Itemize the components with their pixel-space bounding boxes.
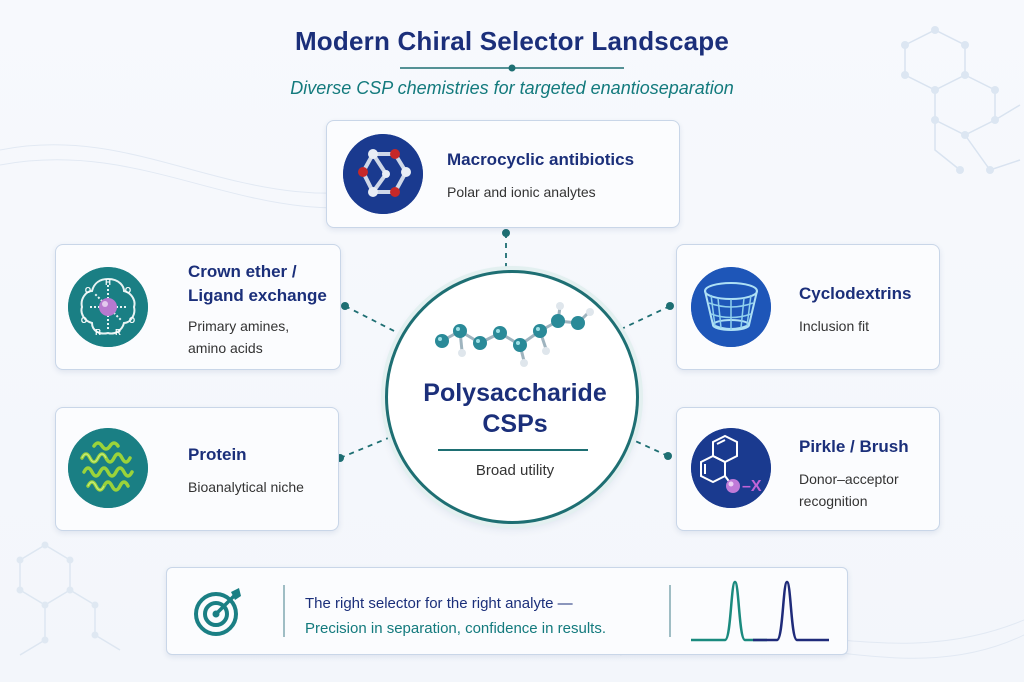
svg-text:R: R [115,328,121,337]
svg-text:O: O [85,286,91,295]
svg-text:O: O [129,316,135,325]
card-description-line2: recognition [799,493,868,509]
macrocycle-icon [343,134,423,214]
center-description: Broad utility [475,462,555,479]
target-arrow-icon [194,588,241,636]
banner-divider-left [283,585,285,637]
card-description: Polar and ionic analytes [447,184,596,200]
title-divider [400,64,624,72]
svg-text:O: O [125,286,131,295]
svg-text:O: O [81,316,87,325]
page-subtitle: Diverse CSP chemistries for targeted ena… [290,78,734,98]
card-pirkle-brush: –X Pirkle / Brush Donor–acceptor recogni… [676,407,940,531]
card-title: Pirkle / Brush [799,437,909,456]
center-title: Polysaccharide CSPs [388,378,642,440]
card-description-line1: Donor–acceptor [799,471,899,487]
card-title-line1: Crown ether / [188,262,297,281]
svg-text:H: H [105,278,111,287]
crown-ether-icon: H O O O O R R [68,267,148,347]
card-description-line1: Primary amines, [188,318,290,334]
card-title: Macrocyclic antibiotics [447,150,635,169]
center-title-line2: CSPs [482,410,548,438]
banner-line1: The right selector for the right analyte… [305,595,573,612]
card-cyclodextrins: Cyclodextrins Inclusion fit [676,244,940,370]
card-title: Protein [188,445,247,464]
svg-text:R: R [95,328,101,337]
card-protein: Protein Bioanalytical niche [55,407,339,531]
protein-helix-icon [68,428,148,508]
card-title-line2: Ligand exchange [188,286,327,305]
banner-divider-right [669,585,671,637]
molecule-chain-icon [435,302,594,367]
card-description-line2: amino acids [188,340,263,356]
page-title: Modern Chiral Selector Landscape [294,26,730,56]
center-divider [438,449,588,451]
cyclodextrin-cone-icon [691,267,771,347]
svg-text:–X: –X [742,478,762,495]
center-title-line1: Polysaccharide [423,379,607,407]
chromatogram-peaks-icon [691,580,829,642]
card-title: Cyclodextrins [799,284,912,303]
card-description: Bioanalytical niche [188,479,304,495]
banner-line2: Precision in separation, confidence in r… [305,620,606,637]
bottom-banner: The right selector for the right analyte… [166,567,848,655]
card-macrocyclic-antibiotics: Macrocyclic antibiotics Polar and ionic … [326,120,680,228]
center-polysaccharide-csps: Polysaccharide CSPs Broad utility [385,270,639,524]
card-description: Inclusion fit [799,318,870,334]
card-crown-ether: H O O O O R R Crown ether / Ligand excha… [55,244,341,370]
aromatic-selector-icon: –X [691,428,771,508]
